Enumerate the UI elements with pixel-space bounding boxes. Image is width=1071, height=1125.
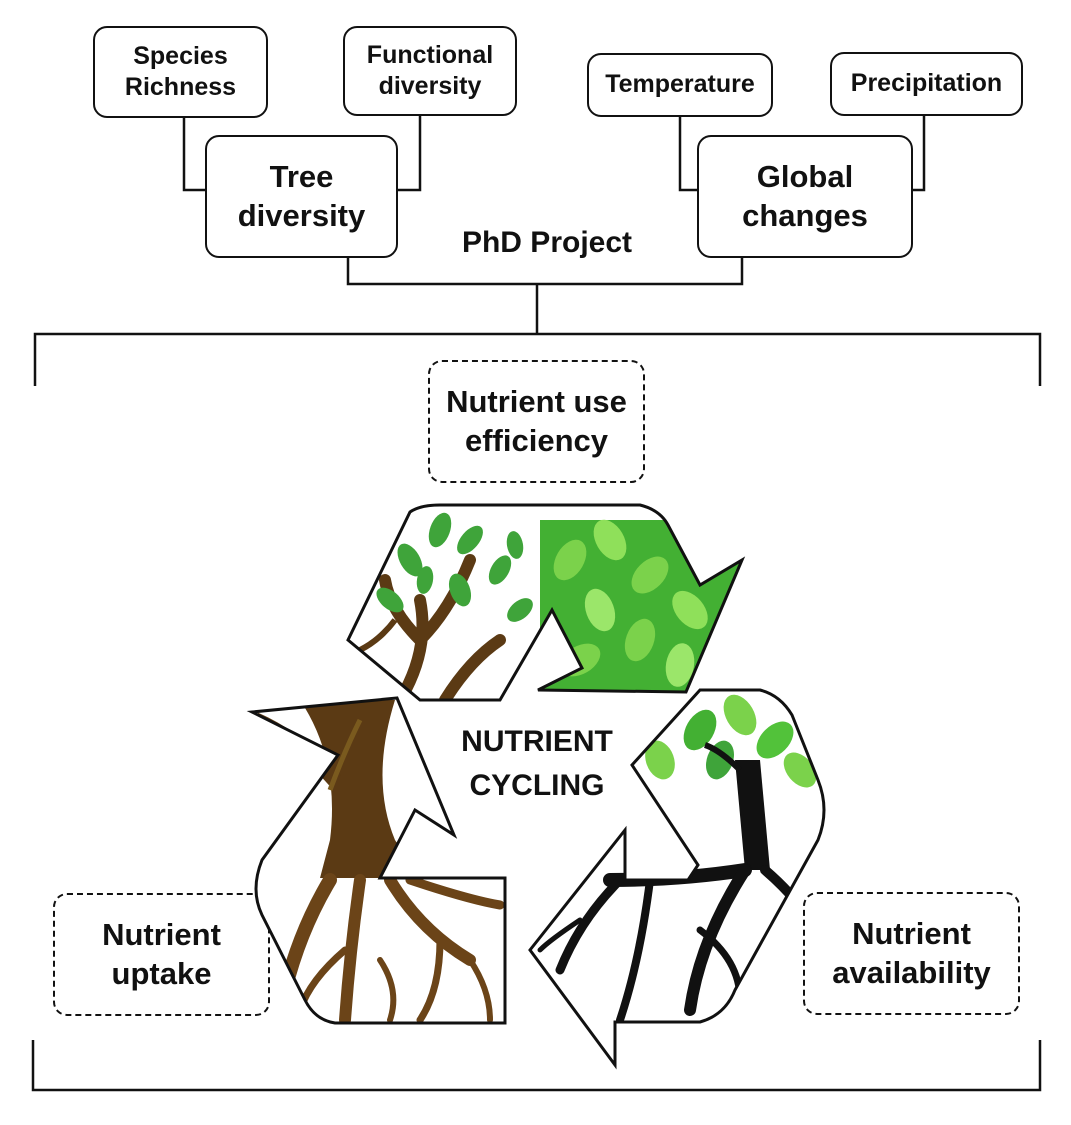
nutrient-availability-box: Nutrient availability <box>803 892 1020 1015</box>
nutrient-uptake-box: Nutrient uptake <box>53 893 270 1016</box>
temperature-box: Temperature <box>587 53 773 117</box>
tree-diversity-box: Tree diversity <box>205 135 398 258</box>
nutrient-cycling-label: NUTRIENT CYCLING <box>461 725 613 802</box>
functional-diversity-box: Functional diversity <box>343 26 517 116</box>
nutrient-use-efficiency-box: Nutrient use efficiency <box>428 360 645 483</box>
precipitation-box: Precipitation <box>830 52 1023 116</box>
global-changes-box: Global changes <box>697 135 913 258</box>
species-richness-box: Species Richness <box>93 26 268 118</box>
phd-project-label: PhD Project <box>461 226 633 259</box>
